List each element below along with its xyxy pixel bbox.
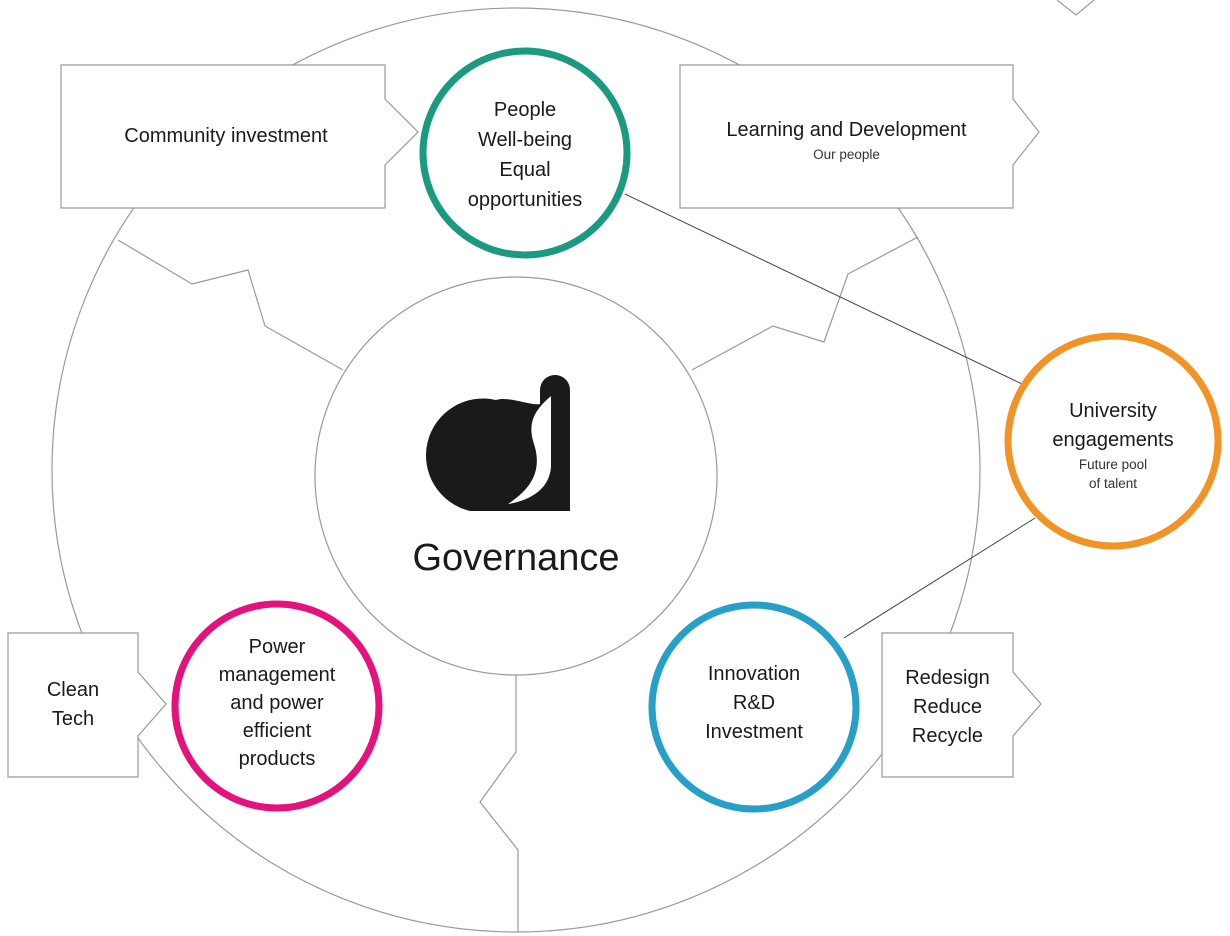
investment-line: Investment: [705, 721, 803, 743]
tech-line: Tech: [51, 708, 95, 730]
connector-people-university: [624, 193, 1023, 385]
rnd-line: R&D: [732, 692, 776, 714]
innovation-circle: [648, 601, 860, 813]
governance-text: Governance: [412, 537, 620, 579]
talent-line: of talent: [1088, 476, 1138, 491]
divider-bottom: [479, 675, 519, 932]
engagements-line: engagements: [1052, 429, 1174, 451]
redesign-label: Redesign Reduce Recycle: [882, 664, 1013, 751]
divider-right: [691, 236, 919, 371]
outer-ring: [51, 7, 981, 933]
company-logo-icon: [425, 375, 570, 511]
and-power-line: and power: [230, 692, 324, 714]
community-box: [60, 64, 419, 209]
efficient-line: efficient: [242, 720, 312, 742]
community-text: Community investment: [124, 125, 328, 147]
university-label: University engagements Future pool of ta…: [1028, 397, 1198, 493]
innovation-label: Innovation R&D Investment: [669, 660, 839, 747]
community-label: Community investment: [61, 122, 391, 151]
people-line: People: [493, 99, 557, 121]
learning-subtitle: Our people: [813, 147, 880, 162]
connector-university-innovation: [843, 517, 1036, 639]
university-circle: [1004, 332, 1222, 550]
governance-label: Governance: [396, 536, 636, 580]
learning-box: [679, 64, 1040, 209]
power-line: Power: [248, 636, 306, 658]
learning-label: Learning and Development Our people: [680, 116, 1013, 164]
innovation-line: Innovation: [707, 663, 801, 685]
clean-line: Clean: [46, 679, 100, 701]
redesign-box: [881, 632, 1042, 778]
university-line: University: [1069, 400, 1157, 422]
management-line: management: [218, 664, 336, 686]
products-line: products: [238, 748, 316, 770]
power-label: Power management and power efficient pro…: [197, 633, 357, 773]
clean-tech-label: Clean Tech: [8, 676, 138, 734]
recycle-line: Recycle: [911, 725, 984, 747]
clean-tech-box: [7, 632, 167, 778]
people-circle: [419, 47, 631, 259]
corner-chevron: [1056, 0, 1095, 16]
divider-left: [117, 239, 344, 371]
equal-line: Equal: [499, 159, 551, 181]
reduce-line: Reduce: [913, 696, 982, 718]
future-pool-line: Future pool: [1078, 457, 1148, 472]
people-label: People Well-being Equal opportunities: [430, 95, 620, 215]
redesign-line: Redesign: [905, 667, 990, 689]
opportunities-line: opportunities: [467, 189, 583, 211]
learning-title: Learning and Development: [726, 119, 967, 141]
wellbeing-line: Well-being: [477, 129, 573, 151]
power-circle: [171, 600, 383, 812]
